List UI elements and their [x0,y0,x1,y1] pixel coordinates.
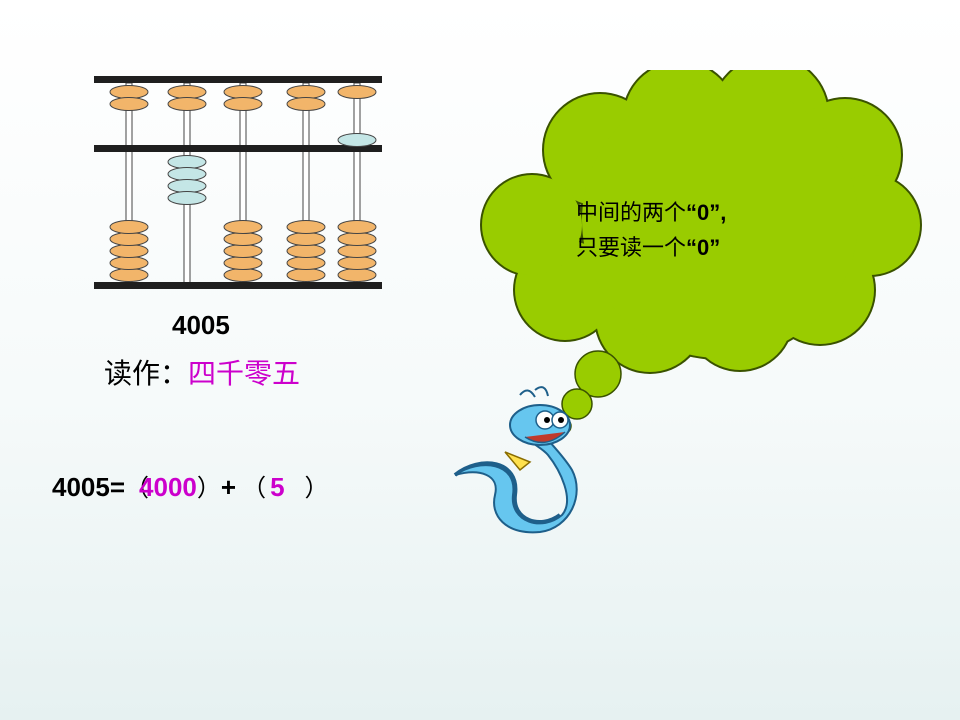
abacus-bead [286,244,326,258]
thought-text: 中间的两个“0”, 只要读一个“0” [576,196,726,266]
reading-prefix: 读作： [104,357,189,390]
abacus-bead [337,85,377,99]
equation-close-paren-2: ） [304,474,329,502]
abacus-bead [337,256,377,270]
abacus-bead [109,97,149,111]
abacus-bead-active [167,191,207,205]
equation-open-paren-2: （ [242,474,267,502]
thought-bubble-medium [561,388,593,420]
abacus-bead [286,268,326,282]
thought-line-2: 只要读一个“0” [576,235,721,261]
equation-open-paren-1: （ [125,474,150,502]
abacus-beads [109,85,377,282]
abacus-bead-active [167,179,207,193]
abacus-bead [286,220,326,234]
abacus-bead [337,232,377,246]
equation-plus: + [220,472,237,502]
equation-answer-1: 4000 [139,472,197,502]
abacus-bead [337,268,377,282]
abacus-bead [337,244,377,258]
abacus-bead [223,256,263,270]
abacus-bead [109,85,149,99]
abacus-bead [223,220,263,234]
abacus-middle-bar [94,145,382,152]
abacus-bead [109,268,149,282]
abacus-bead-active [337,133,377,147]
abacus-bead [109,232,149,246]
abacus-bead-active [167,155,207,169]
abacus-bottom-bar [94,282,382,289]
abacus-bead [223,244,263,258]
abacus-bead [223,232,263,246]
equation-answer-2: 5 [270,472,285,502]
abacus-bead [286,232,326,246]
abacus-bead [109,220,149,234]
thought-line-1: 中间的两个“0”, [576,200,727,226]
snake-mascot-icon [453,386,578,534]
abacus-bead [223,85,263,99]
decomposition-equation: 4005=（4000）+（5） [52,468,329,503]
reading-line: 读作：四千零五 [104,352,300,392]
thought-cloud [480,70,922,435]
reading-value: 四千零五 [188,357,301,390]
abacus-bead [109,244,149,258]
abacus-bead [109,256,149,270]
abacus-bead [223,97,263,111]
abacus [94,76,382,289]
abacus-bead [167,97,207,111]
abacus-bead [337,220,377,234]
abacus-bead-active [167,167,207,181]
abacus-bead [167,85,207,99]
equation-close-paren-1: ） [196,474,221,502]
abacus-bead [286,97,326,111]
abacus-bead [223,268,263,282]
abacus-bead [286,85,326,99]
abacus-bead [286,256,326,270]
number-label: 4005 [172,310,230,340]
equation-lhs: 4005= [52,472,126,502]
thought-bubble-large [574,350,622,398]
abacus-top-bar [94,76,382,83]
